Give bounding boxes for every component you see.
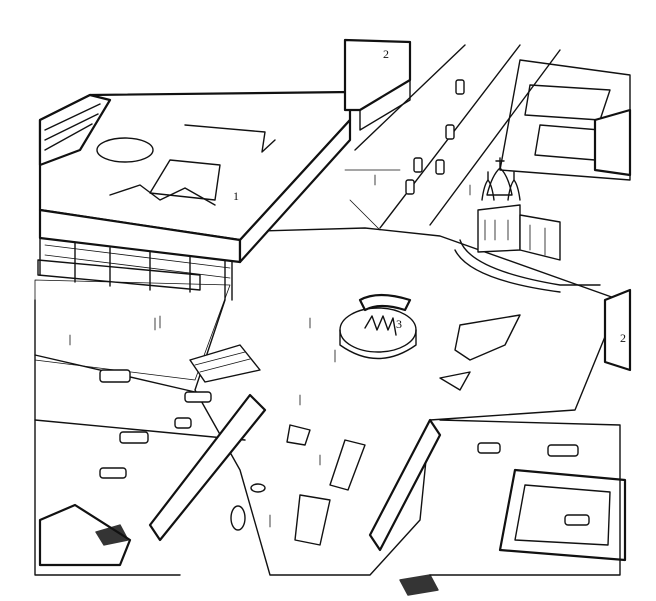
- street-lower-left: [34, 354, 246, 567]
- label-building-2-top: 2: [383, 47, 389, 61]
- pedestrians: [69, 174, 471, 528]
- underpass-ramp: [95, 344, 442, 596]
- avenue: [344, 44, 561, 231]
- upper-right-blocks: [499, 59, 632, 181]
- label-building-1: 1: [233, 189, 239, 203]
- car: [405, 79, 465, 195]
- church: [454, 157, 601, 293]
- lower-right-block: [429, 419, 627, 576]
- garden-patch: [439, 314, 521, 391]
- building-1: 1: [37, 90, 352, 301]
- car: [99, 369, 212, 479]
- building-2-top: 2: [343, 38, 412, 131]
- building-2-right: 2: [603, 288, 632, 372]
- car: [477, 442, 590, 526]
- fountain-3: 3: [339, 293, 417, 360]
- label-fountain-3: 3: [396, 317, 402, 331]
- label-building-2-right: 2: [620, 331, 626, 345]
